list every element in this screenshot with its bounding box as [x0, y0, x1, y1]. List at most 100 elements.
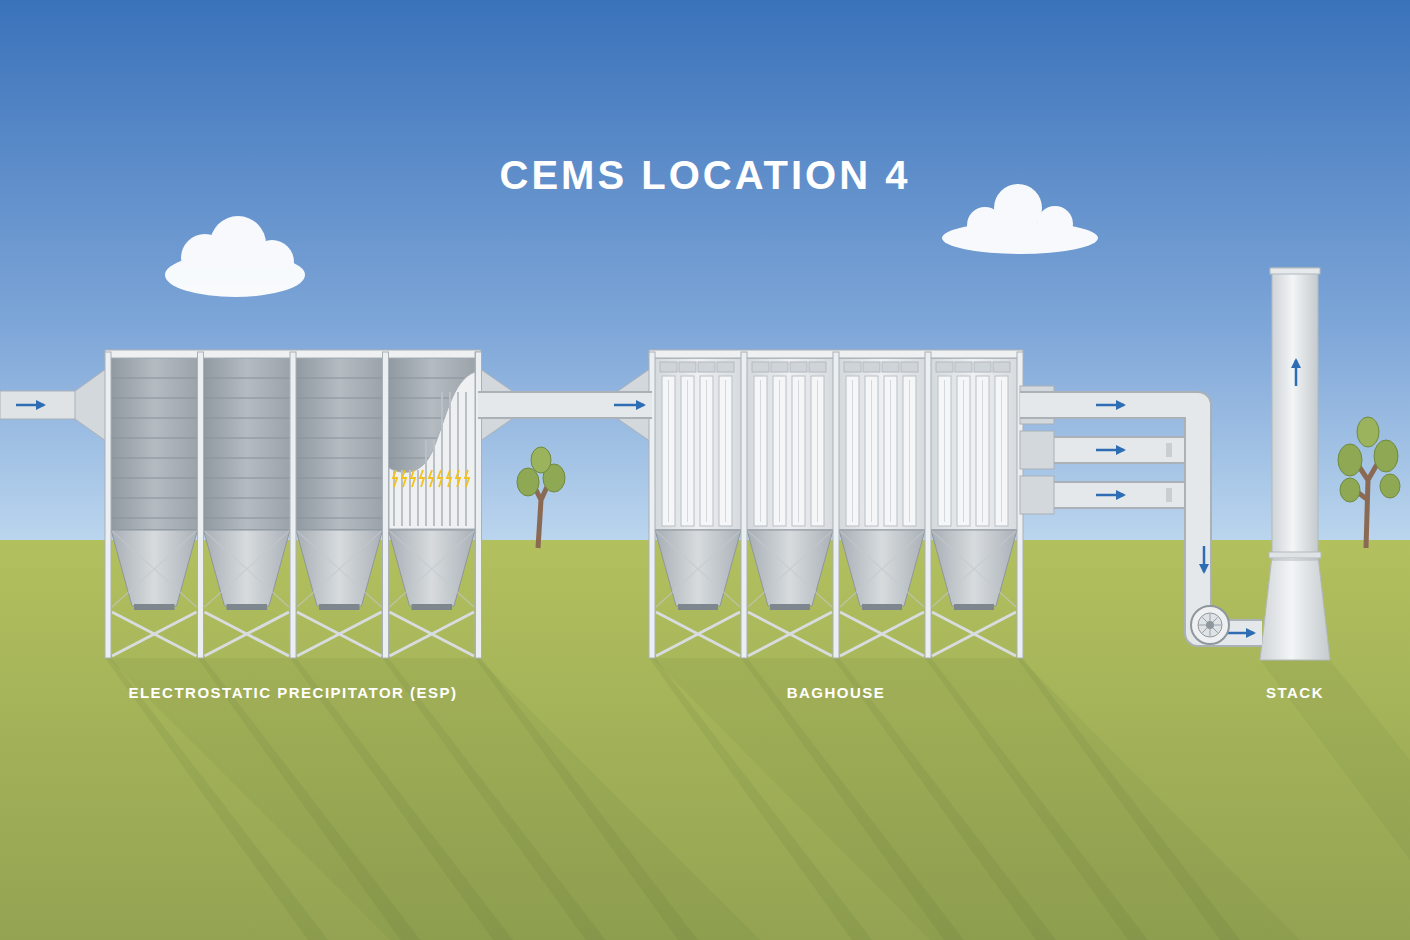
- bag-header: [974, 362, 991, 372]
- hopper-outlet: [412, 604, 453, 610]
- discharge-spark: [411, 470, 415, 487]
- collector-plate: [441, 392, 443, 526]
- bag-fold: [668, 380, 669, 522]
- panel-seam: [296, 458, 383, 459]
- collector-plate: [433, 440, 435, 526]
- panel-seam: [296, 398, 383, 399]
- panel-seam: [389, 378, 476, 379]
- panel-seam: [204, 378, 291, 379]
- bag-header: [882, 362, 899, 372]
- bag-fold: [779, 380, 780, 522]
- housing-panel: [836, 358, 928, 530]
- hopper: [931, 530, 1017, 606]
- panel-seam: [204, 478, 291, 479]
- cloud: [165, 216, 305, 297]
- panel-seam: [296, 438, 383, 439]
- bag-header: [717, 362, 734, 372]
- panel-seam: [296, 478, 383, 479]
- fan-blade: [1199, 625, 1206, 626]
- panel-seam: [296, 418, 383, 419]
- discharge-spark: [465, 470, 469, 487]
- bag-unit: [649, 350, 1023, 658]
- filter-bag: [995, 376, 1008, 526]
- support-column: [925, 352, 931, 658]
- bracing: [390, 612, 475, 656]
- panel-seam: [111, 398, 198, 399]
- flow-arrows: [16, 360, 1296, 572]
- bracing: [748, 531, 832, 607]
- housing-panel: [201, 358, 294, 530]
- bag-fold: [817, 380, 818, 522]
- bag-fold: [725, 380, 726, 522]
- collector-plate: [425, 440, 427, 526]
- discharge-spark: [438, 470, 442, 487]
- unit-label: STACK: [1266, 684, 1324, 702]
- bag-header: [844, 362, 861, 372]
- fan-blade: [1213, 628, 1218, 633]
- hopper: [296, 530, 383, 606]
- panel-seam: [296, 518, 383, 519]
- bag-fold: [871, 380, 872, 522]
- bag-header: [752, 362, 769, 372]
- unit-region: ELECTROSTATIC PRECIPITATOR (ESP): [108, 352, 478, 702]
- fan-blade: [1202, 628, 1207, 633]
- bracing: [205, 612, 290, 656]
- bag-header: [901, 362, 918, 372]
- bracing: [656, 612, 740, 656]
- hopper: [747, 530, 833, 606]
- panel-seam: [204, 438, 291, 439]
- filter-bag: [938, 376, 951, 526]
- fan: [1191, 606, 1229, 644]
- discharge-spark: [456, 470, 460, 487]
- hopper-outlet: [134, 604, 175, 610]
- flow-arrow: [1203, 546, 1206, 572]
- bracing: [205, 531, 290, 607]
- bag-fold: [798, 380, 799, 522]
- collector-plate: [449, 392, 451, 526]
- duct-outline: [1020, 405, 1262, 633]
- fan-blade: [1202, 617, 1207, 622]
- duct-body: [1020, 405, 1262, 633]
- panel-seam: [111, 418, 198, 419]
- leg-shadow: [1017, 658, 1240, 940]
- panel-seam: [111, 498, 198, 499]
- hopper: [111, 530, 198, 606]
- hopper-outlet: [678, 604, 718, 610]
- bracing: [205, 612, 290, 656]
- filter-bag: [903, 376, 916, 526]
- bag-fold: [852, 380, 853, 522]
- bracing: [112, 531, 197, 607]
- collector-plate: [457, 392, 459, 526]
- housing-panel: [293, 358, 386, 530]
- bag-header: [955, 362, 972, 372]
- bag-fold: [706, 380, 707, 522]
- bracing: [748, 531, 832, 607]
- stack-body: [1260, 268, 1330, 660]
- bracing: [656, 612, 740, 656]
- bag-header: [771, 362, 788, 372]
- tree: [517, 447, 565, 548]
- filter-bag: [792, 376, 805, 526]
- esp-unit: [105, 350, 482, 658]
- bracing: [656, 531, 740, 607]
- filter-bag: [773, 376, 786, 526]
- filter-bag: [846, 376, 859, 526]
- panel-seam: [111, 458, 198, 459]
- unit-shadow: [652, 658, 1300, 940]
- bag-header: [679, 362, 696, 372]
- filter-bag: [719, 376, 732, 526]
- duct-connector: [478, 405, 652, 406]
- flow-arrow: [614, 404, 644, 407]
- unit-shadow: [1260, 660, 1410, 860]
- bracing: [748, 612, 832, 656]
- panel-seam: [111, 438, 198, 439]
- hopper-outlet: [862, 604, 902, 610]
- bracing: [390, 531, 475, 607]
- flow-arrow: [1096, 494, 1124, 497]
- support-column: [105, 352, 111, 658]
- bracing: [205, 531, 290, 607]
- bag-fold: [944, 380, 945, 522]
- bag-fold: [963, 380, 964, 522]
